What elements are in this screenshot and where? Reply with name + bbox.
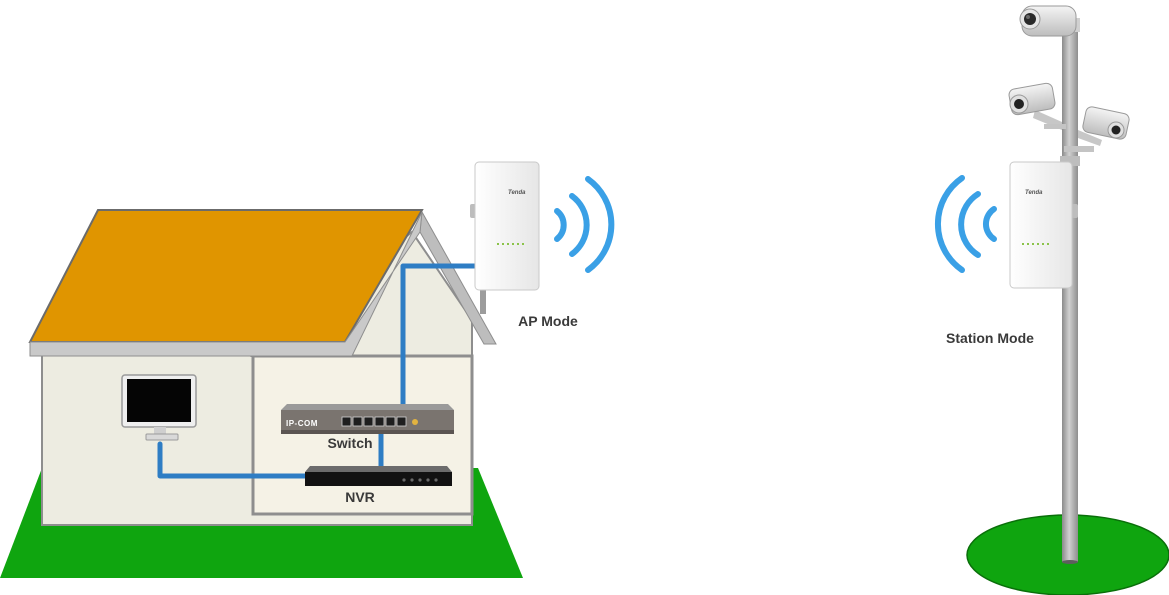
switch-label: Switch (327, 435, 372, 451)
station-cpe-brand: Tenda (1025, 190, 1043, 196)
cable-monitor-nvr (157, 441, 313, 479)
house (28, 209, 497, 526)
station-cpe-device: Tenda (1009, 156, 1080, 289)
switch-brand-text: IP-COM (286, 419, 318, 428)
camera-pole (1062, 24, 1078, 564)
cable-switch-ap (400, 263, 481, 427)
monitor-icon (121, 374, 197, 441)
cctv-camera-icon (1008, 5, 1130, 152)
camera-top (1019, 5, 1080, 37)
station-mode-label: Station Mode (946, 330, 1034, 346)
ap-cpe-device: Tenda (470, 161, 540, 314)
wifi-waves-left-icon (934, 175, 997, 273)
nvr-device (305, 466, 452, 486)
camera-right (1078, 106, 1130, 146)
switch-ports (341, 416, 407, 427)
nvr-label: NVR (345, 489, 375, 505)
ap-mode-label: AP Mode (518, 313, 578, 329)
wifi-waves-right-icon (554, 176, 615, 273)
camera-left (1008, 82, 1062, 130)
switch-device: IP-COM (281, 404, 454, 434)
ap-cpe-brand: Tenda (508, 190, 526, 196)
